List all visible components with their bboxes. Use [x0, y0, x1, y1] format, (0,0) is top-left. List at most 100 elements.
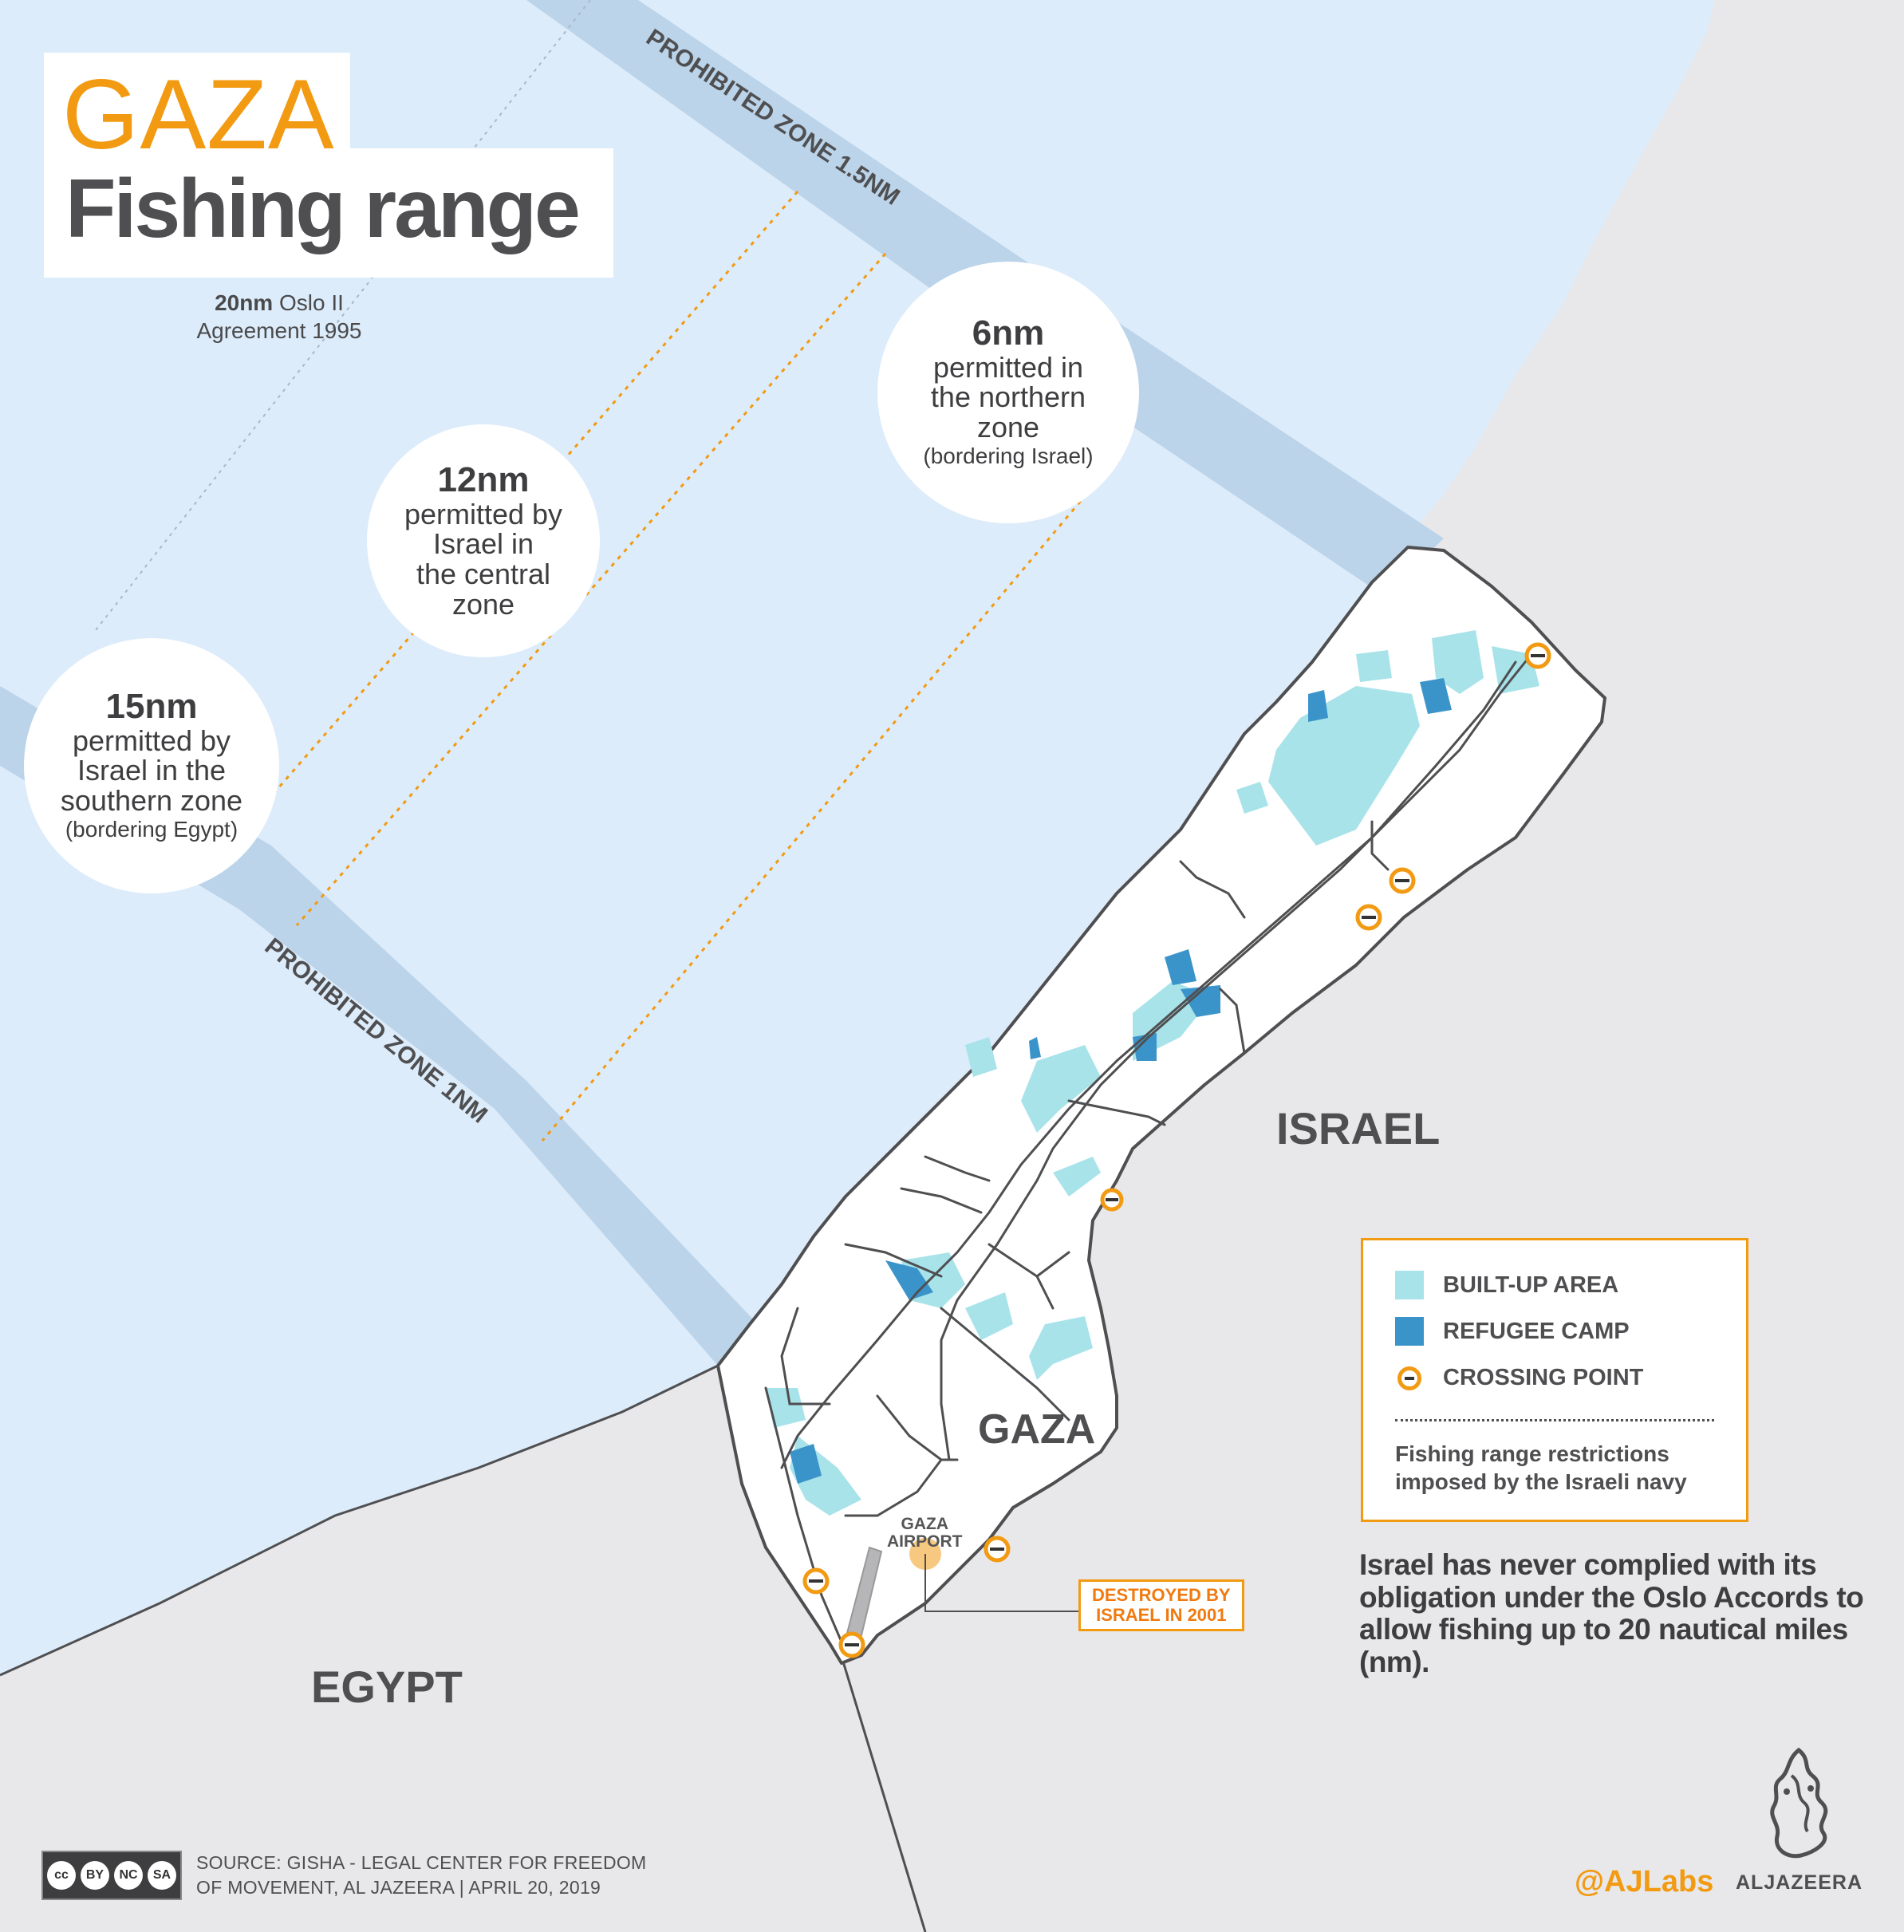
limit-line-20nm: [95, 0, 591, 631]
oslo-note-bold: 20nm: [215, 290, 274, 315]
label-egypt: EGYPT: [311, 1662, 463, 1712]
source-line1: SOURCE: GISHA - LEGAL CENTER FOR FREEDOM: [196, 1852, 647, 1873]
destroyed-line1: DESTROYED BY: [1092, 1585, 1231, 1605]
refugee-camp: [1181, 985, 1220, 1017]
crossing-points: [802, 642, 1551, 1658]
road: [940, 653, 1533, 1461]
road: [1219, 988, 1246, 1055]
road: [764, 1386, 847, 1653]
title-main: GAZA: [62, 60, 335, 170]
road: [900, 1187, 983, 1214]
cc-sa-icon: SA: [148, 1861, 176, 1890]
built-up-area: [1021, 1045, 1101, 1133]
airport-label-line2: AIRPORT: [887, 1532, 963, 1552]
label-israel: ISRAEL: [1276, 1103, 1441, 1153]
egypt-israel-border: [836, 1642, 927, 1932]
built-up-area: [1029, 1316, 1093, 1380]
cc-by-icon: BY: [81, 1861, 109, 1890]
crossing-point: [838, 1631, 865, 1658]
title-sub: Fishing range: [65, 163, 581, 255]
road: [940, 1307, 1070, 1421]
oslo-note-rest: Oslo II: [273, 290, 344, 315]
zone-bubble-north: 6nm permitted in the northern zone (bord…: [877, 262, 1139, 523]
road: [844, 1243, 943, 1278]
built-up-area: [1053, 1157, 1101, 1197]
refugee-camp: [1133, 1033, 1157, 1061]
destroyed-callout: DESTROYED BY ISRAEL IN 2001: [1078, 1579, 1244, 1631]
zone-north-text-2: the northern: [930, 380, 1086, 414]
zone-south-range: 15nm: [105, 687, 198, 727]
refugee-camp: [1029, 1037, 1041, 1059]
zone-south-text-1: permitted by: [72, 724, 231, 757]
zone-bubble-central: 12nm permitted by Israel in the central …: [367, 424, 600, 657]
statement: Israel has never complied with its oblig…: [1359, 1548, 1864, 1679]
zone-central-text-2: Israel in: [432, 527, 534, 561]
legend-note: Fishing range restrictions imposed by th…: [1395, 1441, 1687, 1494]
zone-north-text-3: zone: [976, 411, 1040, 444]
legend-divider: [1395, 1419, 1714, 1421]
label-gaza: GAZA: [978, 1406, 1096, 1453]
zone-central-text-3: the central: [416, 558, 551, 591]
limit-line-15nm: [206, 191, 799, 870]
zone-central-text-4: zone: [451, 587, 515, 621]
built-up-area: [965, 1292, 1013, 1340]
legend-row-refugee-camp: REFUGEE CAMP: [1395, 1317, 1630, 1346]
zone-north-text-1: permitted in: [932, 350, 1084, 384]
title-box-bottom: [44, 148, 613, 278]
destroyed-leader-line: [924, 1554, 1078, 1612]
crossing-point: [1524, 642, 1551, 669]
sea: [0, 0, 1715, 1675]
legend: BUILT-UP AREA REFUGEE CAMP CROSSING POIN…: [1361, 1238, 1748, 1522]
road: [844, 1458, 943, 1517]
zone-central-range: 12nm: [437, 460, 530, 500]
road: [1370, 820, 1390, 871]
built-up-area: [1432, 630, 1484, 694]
al-jazeera-brand: ALJAZEERA: [1736, 1871, 1863, 1894]
crossing-point: [802, 1567, 830, 1595]
refugee-camp: [885, 1260, 933, 1300]
crossing-point-icon: [1397, 1366, 1421, 1390]
zone-south-text-2: Israel in the: [77, 754, 227, 787]
cc-icon: cc: [47, 1861, 76, 1890]
legend-refugee-camp-label: REFUGEE CAMP: [1443, 1318, 1630, 1344]
zone-bubble-south: 15nm permitted by Israel in the southern…: [24, 638, 279, 893]
al-jazeera-logo-icon: [1770, 1747, 1828, 1859]
title-box-top: [44, 53, 350, 155]
zone-north-range: 6nm: [972, 313, 1045, 353]
egypt-border: [0, 1364, 719, 1677]
road: [780, 660, 1517, 1469]
refugee-camp: [1308, 690, 1328, 722]
source-line2: OF MOVEMENT, AL JAZEERA | APRIL 20, 2019: [196, 1877, 601, 1898]
legend-row-crossing: CROSSING POINT: [1395, 1365, 1643, 1391]
road: [1067, 1099, 1166, 1126]
crossing-point: [1355, 904, 1382, 931]
road: [780, 1307, 831, 1406]
road: [1179, 860, 1246, 919]
legend-crossing-label: CROSSING POINT: [1443, 1365, 1644, 1390]
crossing-point: [1389, 867, 1416, 894]
source-credit: SOURCE: GISHA - LEGAL CENTER FOR FREEDOM…: [196, 1851, 647, 1900]
built-up-area: [766, 1388, 806, 1428]
crossing-point: [1100, 1188, 1124, 1212]
label-gaza-airport: GAZA AIRPORT: [887, 1515, 963, 1552]
crossing-point: [984, 1536, 1011, 1563]
refugee-camp: [1420, 678, 1452, 714]
built-up-area: [1356, 650, 1392, 682]
zone-south-note: (bordering Egypt): [65, 816, 238, 842]
road: [1035, 1251, 1070, 1278]
road: [876, 1394, 959, 1461]
refugee-camp-swatch: [1395, 1317, 1424, 1346]
zone-north-note: (bordering Israel): [923, 443, 1094, 468]
aj-labs-handle: @AJLabs: [1575, 1865, 1714, 1898]
oslo-note: 20nm Oslo II Agreement 1995: [168, 289, 391, 345]
oslo-note-line2: Agreement 1995: [196, 318, 362, 343]
legend-row-built-up: BUILT-UP AREA: [1395, 1271, 1618, 1299]
legend-built-up-label: BUILT-UP AREA: [1443, 1272, 1619, 1298]
cc-license-badge: cc BY NC SA: [41, 1851, 182, 1900]
destroyed-line2: ISRAEL IN 2001: [1096, 1605, 1227, 1626]
built-up-swatch: [1395, 1271, 1424, 1299]
built-up-area: [1236, 782, 1268, 814]
zone-central-text-1: permitted by: [404, 497, 563, 530]
airport-label-line1: GAZA: [901, 1515, 949, 1533]
road: [924, 1155, 991, 1182]
